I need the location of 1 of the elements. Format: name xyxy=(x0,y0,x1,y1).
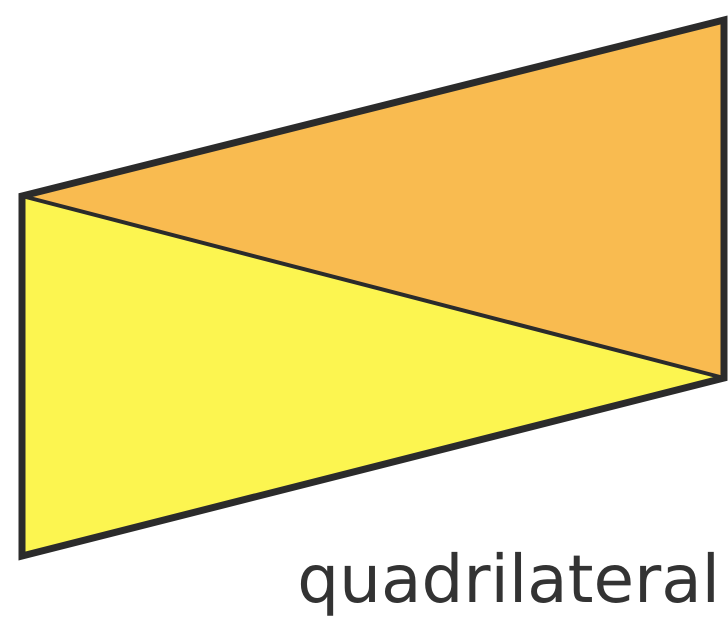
shape-label: quadrilateral xyxy=(297,540,720,620)
